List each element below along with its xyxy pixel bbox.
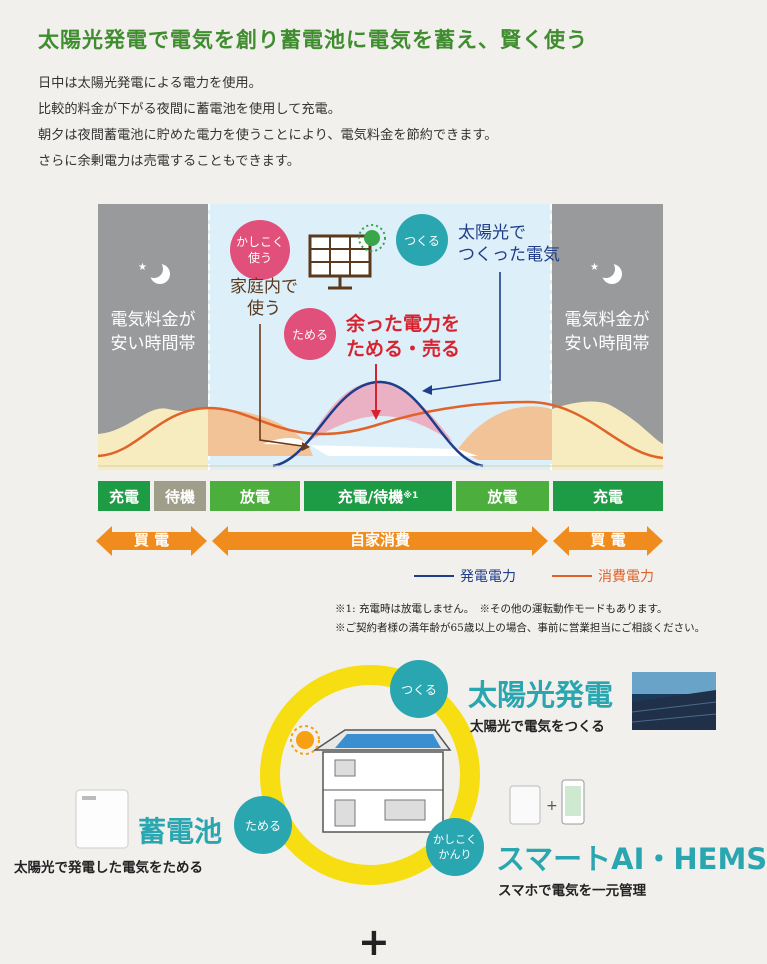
daily-power-diagram: ★ ★ 電気料金が安い時間帯 電気料金が安い時間帯 かしこく使う 家庭 — [98, 204, 663, 470]
self-use-label: 自家消費 — [349, 531, 410, 549]
mode-charge-2: 充電 — [553, 481, 663, 511]
battery-title: 蓄電池 — [138, 815, 223, 848]
home-use-label: 家庭内で使う — [230, 277, 298, 319]
night-label-right: 電気料金が安い時間帯 — [564, 310, 650, 354]
house-icon — [312, 729, 452, 833]
mode-standby: 待機 — [154, 481, 206, 511]
night-label-left: 電気料金が安い時間帯 — [110, 310, 196, 354]
zone-divider-right — [550, 204, 552, 470]
solar-arrow — [429, 272, 501, 391]
legend-consumption-label: 消費電力 — [598, 569, 654, 585]
buy-label-right: 買 電 — [590, 531, 626, 549]
legend-consumption-line — [552, 575, 592, 577]
hems-subtitle: スマホで電気を一元管理 — [498, 883, 647, 899]
buy-arrow-left — [96, 526, 207, 556]
evening-fill — [458, 406, 552, 460]
tameru-badge: ためる — [284, 308, 336, 360]
bottom-kashikoku-badge: かしこくかんり — [426, 818, 484, 876]
battery-subtitle: 太陽光で発電した電気をためる — [14, 860, 203, 876]
solar-subtitle: 太陽光で電気をつくる — [470, 719, 605, 735]
self-use-arrow — [212, 526, 548, 556]
home-use-arrow — [259, 324, 303, 447]
surplus-label: 余った電力をためる・売る — [346, 313, 461, 360]
hems-title: スマートAI・HEMS — [496, 842, 767, 876]
svg-text:★: ★ — [590, 262, 599, 273]
sun-small-icon — [290, 725, 320, 755]
note-2: ※ご契約者様の満年齢が65歳以上の場合、事前に営業担当にご相談ください。 — [335, 622, 706, 634]
self-use-fill — [263, 438, 478, 456]
svg-text:+: + — [546, 798, 558, 814]
mode-discharge-2: 放電 — [456, 481, 549, 511]
plus-icon: + — [358, 920, 390, 964]
solar-made-label: 太陽光でつくった電気 — [458, 223, 560, 265]
hems-devices-icon: + — [509, 779, 585, 825]
mode-charge-standby: 充電/待機※1 — [304, 481, 452, 511]
kashikoku-badge: かしこく使う — [230, 220, 290, 280]
svg-text:★: ★ — [138, 262, 147, 273]
solar-panel-icon — [308, 234, 372, 290]
battery-unit-icon — [75, 789, 129, 849]
solar-title: 太陽光発電 — [468, 678, 614, 712]
moon-icon-right: ★ — [590, 260, 622, 284]
consumption-curve — [98, 400, 663, 460]
sun-icon — [358, 224, 386, 252]
moon-icon-left: ★ — [138, 260, 170, 284]
usage-arrows — [96, 526, 663, 556]
legend-generation-line — [414, 575, 454, 577]
buy-arrow-right — [553, 526, 663, 556]
curves-svg: ★ ★ — [98, 224, 663, 470]
mode-discharge-1: 放電 — [210, 481, 300, 511]
note-1: ※1: 充電時は放電しません。 ※その他の運転動作モードもあります。 — [335, 603, 668, 615]
intro-line-4: さらに余剰電力は売電することもできます。 — [38, 154, 300, 169]
page-title: 太陽光発電で電気を創り蓄電池に電気を蓄え、賢く使う — [38, 27, 588, 52]
intro-line-3: 朝夕は夜間蓄電池に貯めた電力を使うことにより、電気料金を節約できます。 — [38, 128, 498, 143]
legend-generation-label: 発電電力 — [460, 569, 516, 585]
night-consumption-fill-left — [98, 408, 208, 470]
bottom-tsukuru-badge: つくる — [390, 660, 448, 718]
bottom-tameru-badge: ためる — [234, 796, 292, 854]
night-consumption-fill-right — [552, 401, 663, 470]
mode-charge-1: 充電 — [98, 481, 150, 511]
tsukuru-badge: つくる — [396, 214, 448, 266]
system-ring — [260, 665, 480, 885]
intro-line-1: 日中は太陽光発電による電力を使用。 — [38, 76, 262, 91]
solar-photo — [632, 672, 716, 730]
intro-line-2: 比較的料金が下がる夜間に蓄電池を使用して充電。 — [38, 102, 341, 117]
buy-label-left: 買 電 — [133, 531, 170, 549]
zone-divider-left — [208, 204, 210, 470]
